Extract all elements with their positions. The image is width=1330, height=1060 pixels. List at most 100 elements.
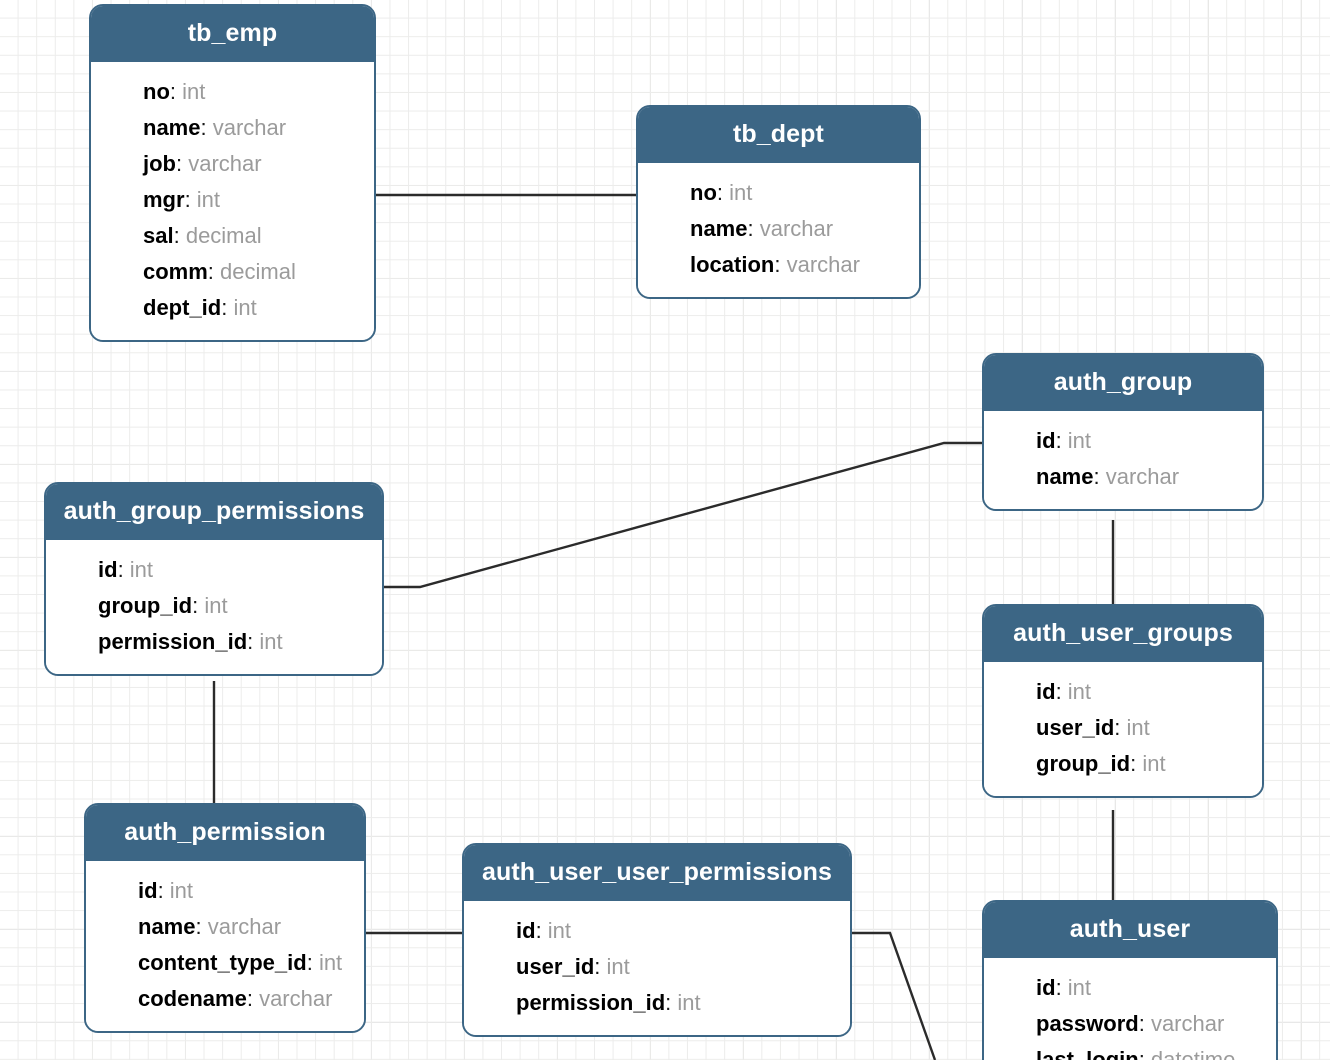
field-type: int [1126, 715, 1150, 740]
entity-title: tb_dept [638, 107, 919, 163]
field-name: dept_id [143, 295, 222, 320]
entity-title: auth_group_permissions [46, 484, 382, 540]
field-row: id: int [86, 873, 364, 909]
field-name: name [143, 115, 201, 140]
field-type: decimal [185, 223, 262, 248]
entity-title: auth_user [984, 902, 1276, 958]
field-row: sal: decimal [91, 218, 374, 254]
field-name: id [1036, 679, 1056, 704]
field-separator: : [1138, 1047, 1151, 1060]
field-row: id: int [984, 970, 1276, 1006]
field-row: id: int [984, 674, 1262, 710]
field-row: name: varchar [638, 211, 919, 247]
field-type: int [1142, 751, 1166, 776]
field-type: int [606, 954, 630, 979]
field-row: job: varchar [91, 146, 374, 182]
field-separator: : [246, 986, 260, 1011]
field-row: codename: varchar [86, 981, 364, 1017]
field-row: group_id: int [46, 588, 382, 624]
field-name: group_id [1036, 751, 1131, 776]
field-type: varchar [759, 216, 834, 241]
field-type: int [233, 295, 257, 320]
field-type: varchar [1105, 464, 1180, 489]
field-separator: : [247, 629, 260, 654]
field-type: varchar [259, 986, 333, 1011]
field-row: user_id: int [984, 710, 1262, 746]
field-separator: : [221, 295, 234, 320]
field-name: no [690, 180, 717, 205]
field-separator: : [117, 557, 130, 582]
field-name: codename [138, 986, 247, 1011]
field-type: int [318, 950, 343, 975]
relationship-line [384, 441, 982, 589]
field-row: last_login: datetime [984, 1042, 1276, 1060]
field-separator: : [1055, 428, 1068, 453]
field-separator: : [774, 252, 787, 277]
field-type: int [204, 593, 228, 618]
entity-title: tb_emp [91, 6, 374, 62]
field-type: int [1067, 679, 1092, 704]
field-separator: : [169, 79, 183, 104]
field-type: int [729, 180, 753, 205]
field-name: id [98, 557, 118, 582]
field-separator: : [1138, 1011, 1151, 1036]
field-separator: : [176, 151, 189, 176]
field-type: int [677, 990, 701, 1015]
field-row: group_id: int [984, 746, 1262, 782]
entity-title: auth_group [984, 355, 1262, 411]
field-name: password [1036, 1011, 1139, 1036]
field-separator: : [200, 115, 213, 140]
field-name: id [1036, 975, 1056, 1000]
field-separator: : [594, 954, 607, 979]
field-type: varchar [1150, 1011, 1225, 1036]
field-row: dept_id: int [91, 290, 374, 326]
field-name: id [138, 878, 158, 903]
field-separator: : [665, 990, 678, 1015]
field-type: varchar [212, 115, 287, 140]
field-row: password: varchar [984, 1006, 1276, 1042]
field-row: name: varchar [984, 459, 1262, 495]
field-name: group_id [98, 593, 193, 618]
field-row: permission_id: int [464, 985, 850, 1021]
field-row: no: int [91, 74, 374, 110]
field-row: id: int [464, 913, 850, 949]
field-separator: : [195, 914, 208, 939]
field-type: int [169, 878, 194, 903]
field-type: varchar [207, 914, 282, 939]
field-row: comm: decimal [91, 254, 374, 290]
relationship-line [852, 931, 937, 1060]
field-separator: : [716, 180, 730, 205]
field-type: datetime [1150, 1047, 1236, 1060]
field-separator: : [306, 950, 319, 975]
field-name: user_id [516, 954, 595, 979]
field-row: permission_id: int [46, 624, 382, 660]
field-separator: : [192, 593, 205, 618]
field-name: comm [143, 259, 208, 284]
field-row: no: int [638, 175, 919, 211]
field-separator: : [173, 223, 186, 248]
field-separator: : [1114, 715, 1127, 740]
field-separator: : [157, 878, 170, 903]
field-type: int [1067, 975, 1092, 1000]
field-row: id: int [984, 423, 1262, 459]
field-row: name: varchar [91, 110, 374, 146]
field-separator: : [747, 216, 760, 241]
field-separator: : [184, 187, 197, 212]
field-row: name: varchar [86, 909, 364, 945]
field-separator: : [1130, 751, 1143, 776]
entity-title: auth_user_groups [984, 606, 1262, 662]
